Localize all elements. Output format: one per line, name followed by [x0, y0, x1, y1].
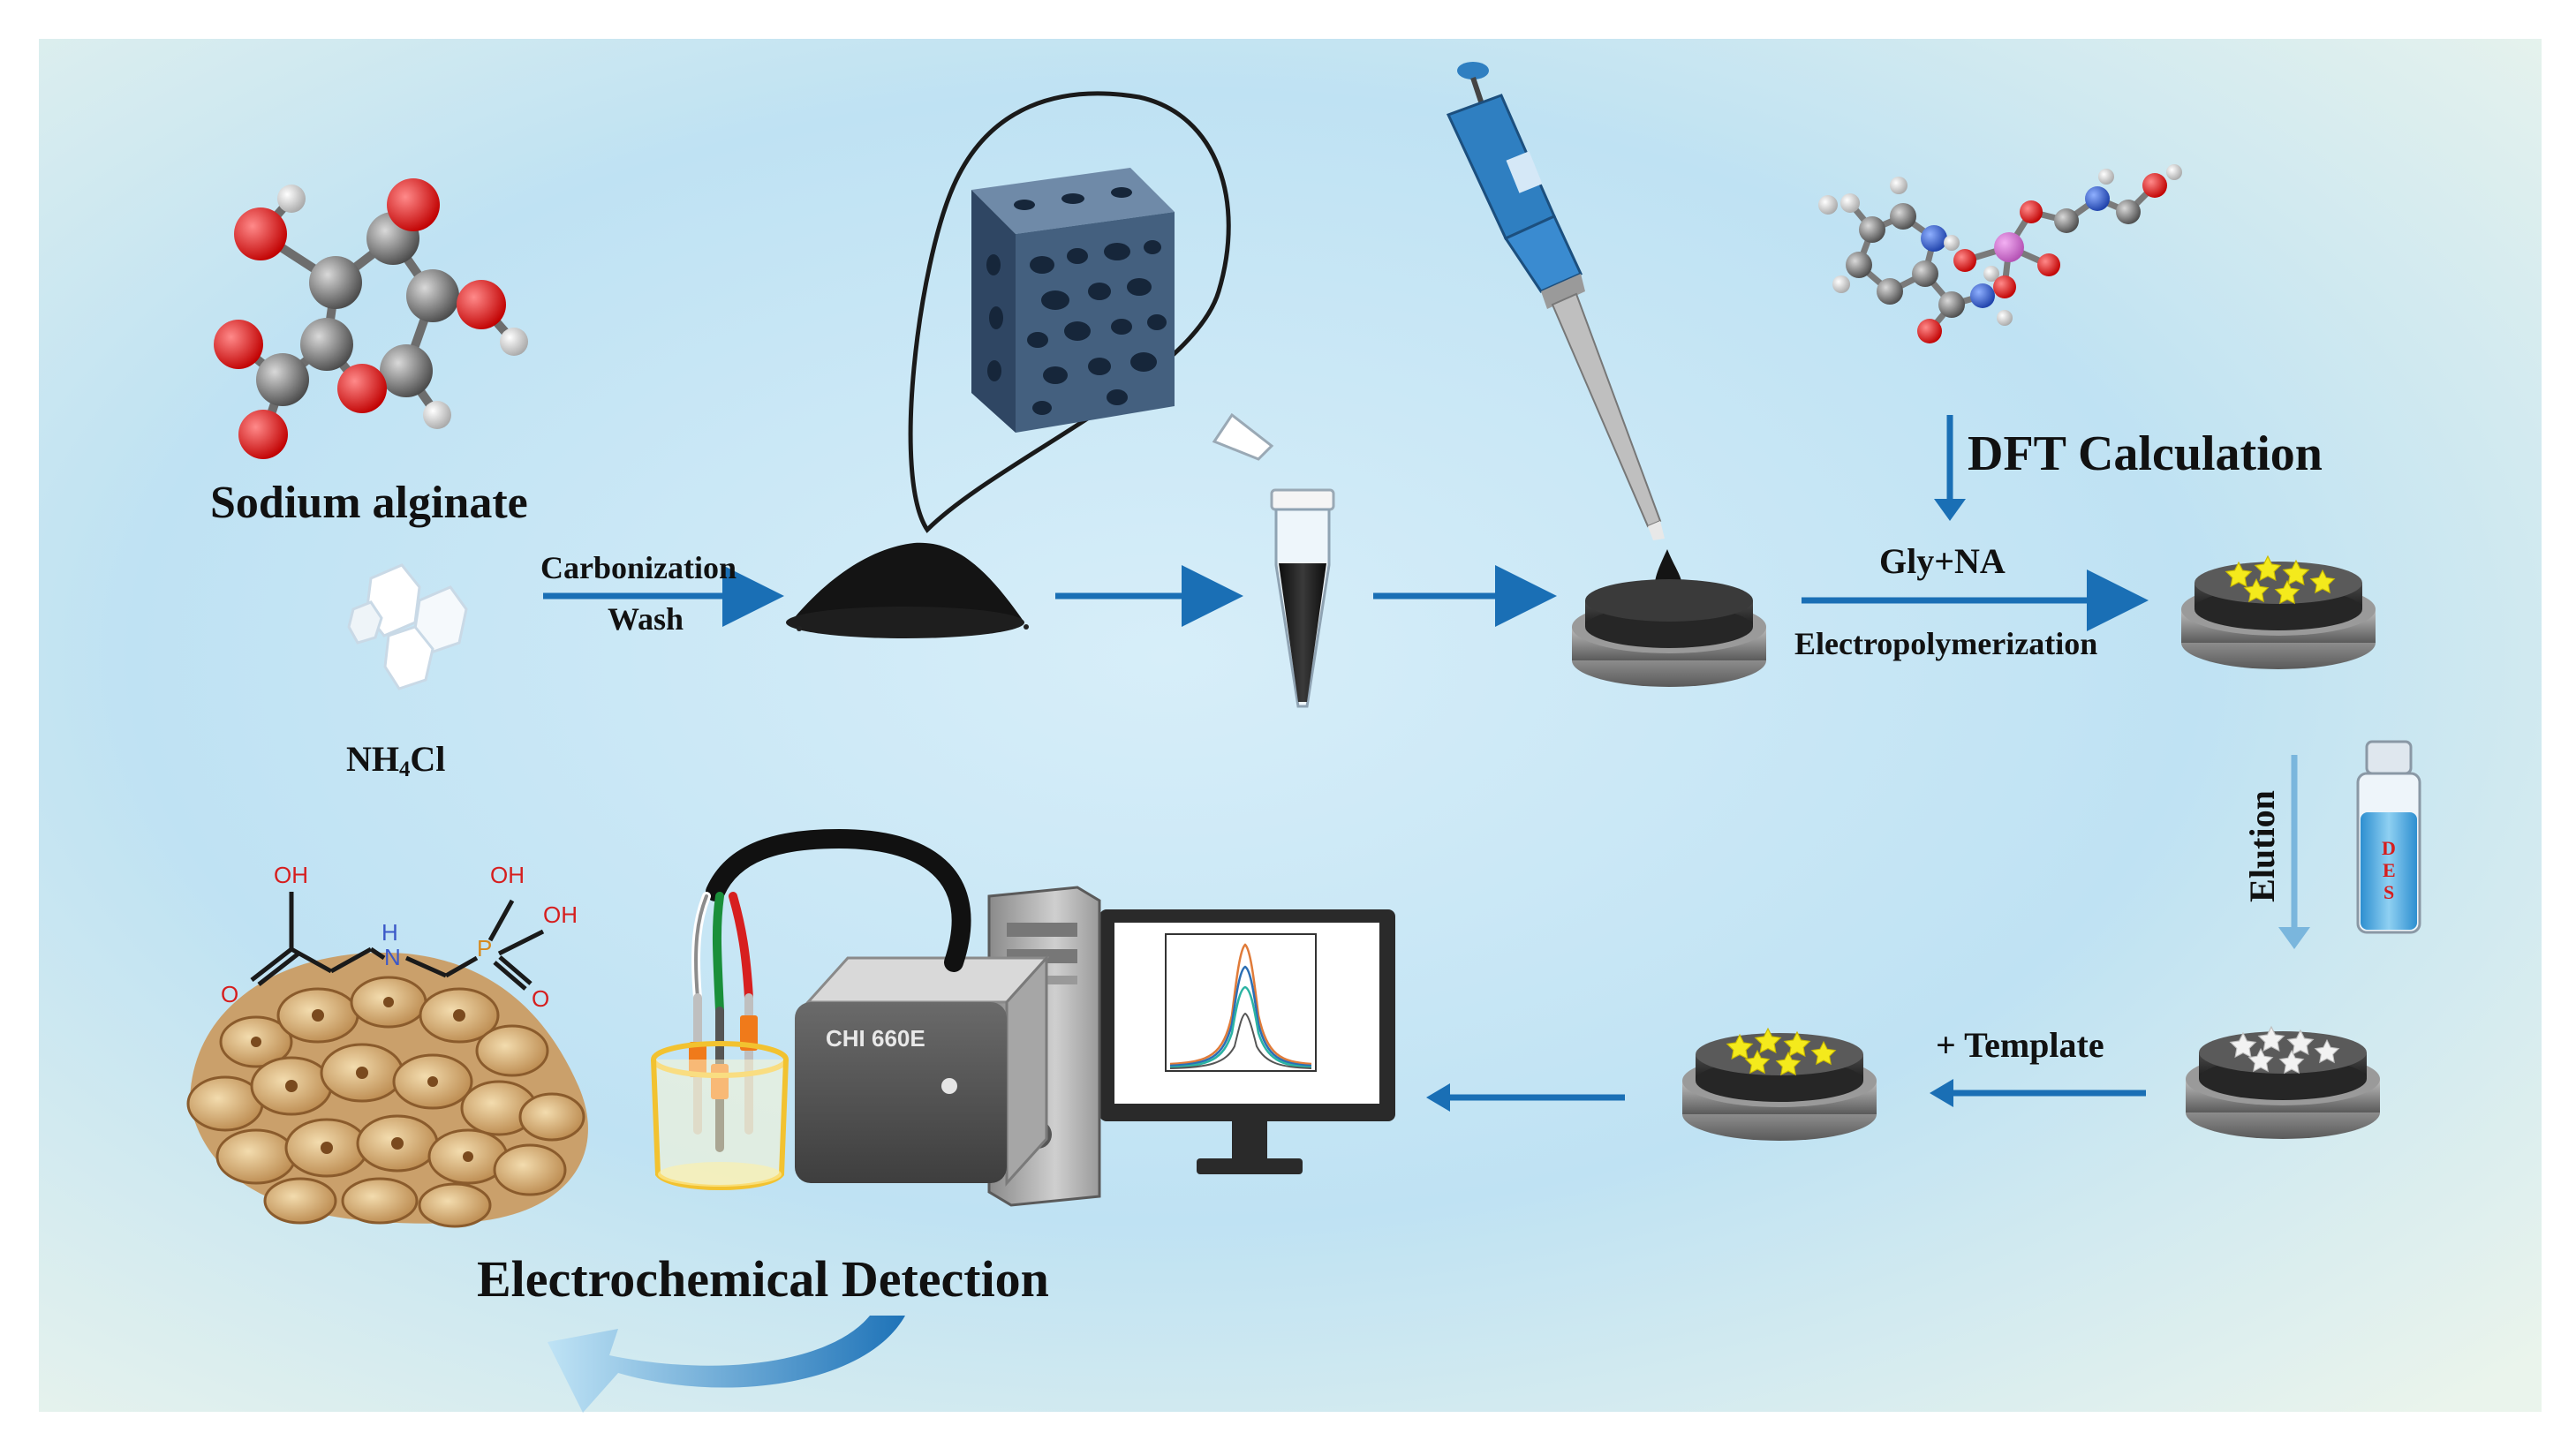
- label-dft-calculation: DFT Calculation: [1968, 426, 2323, 481]
- label-oh-right: OH: [543, 901, 578, 928]
- label-nh4cl: NH4Cl: [346, 739, 446, 782]
- label-oh-top: OH: [274, 862, 308, 888]
- electrode-mip-template: [2181, 555, 2376, 669]
- voltammogram-plot: [1165, 933, 1317, 1072]
- herbal-slices: [186, 953, 588, 1228]
- label-o-left: O: [221, 981, 238, 1007]
- pipette: [1446, 62, 1665, 540]
- svg-text:S: S: [2383, 881, 2394, 903]
- label-o-right: O: [532, 985, 549, 1012]
- sodium-alginate-atoms: [214, 178, 528, 459]
- label-h: H: [381, 919, 398, 946]
- centrifuge-tube: [1212, 412, 1335, 708]
- chi-660e-instrument: [795, 954, 1050, 1187]
- gly-na-atoms: [1818, 164, 2182, 343]
- label-gly-na: Gly+NA: [1879, 541, 2006, 581]
- vial-label: D E S: [2382, 837, 2396, 903]
- label-p: P: [477, 935, 492, 962]
- label-sodium-alginate: Sodium alginate: [210, 478, 528, 528]
- svg-text:D: D: [2382, 837, 2396, 859]
- carbon-powder: [786, 542, 1029, 638]
- label-template: + Template: [1936, 1025, 2104, 1065]
- nh4cl-crystals: [347, 563, 468, 690]
- svg-text:E: E: [2383, 859, 2396, 881]
- des-vial: [2356, 740, 2421, 934]
- glyphosate-structure: [250, 892, 545, 991]
- instrument-label: CHI 660E: [826, 1025, 925, 1052]
- label-elution: Elution: [2241, 790, 2282, 902]
- porous-carbon-cube: [971, 168, 1175, 433]
- label-wash: Wash: [608, 601, 684, 637]
- return-arrow: [548, 1316, 905, 1413]
- label-carbonization: Carbonization: [540, 550, 737, 585]
- label-n: N: [384, 944, 401, 970]
- electrode-bare: [1572, 579, 1766, 687]
- label-electropolymerization: Electropolymerization: [1794, 626, 2098, 661]
- label-oh-mid: OH: [490, 862, 525, 888]
- electrode-eluted: [2186, 1026, 2380, 1139]
- electrode-rebound: [1682, 1028, 1877, 1141]
- glyphosate-atom-labels: OH O H N P OH OH O: [221, 862, 578, 1012]
- label-electrochemical-detection: Electrochemical Detection: [477, 1250, 1049, 1308]
- electrode-cable: [706, 828, 971, 972]
- electrolytic-cell: [651, 1041, 789, 1190]
